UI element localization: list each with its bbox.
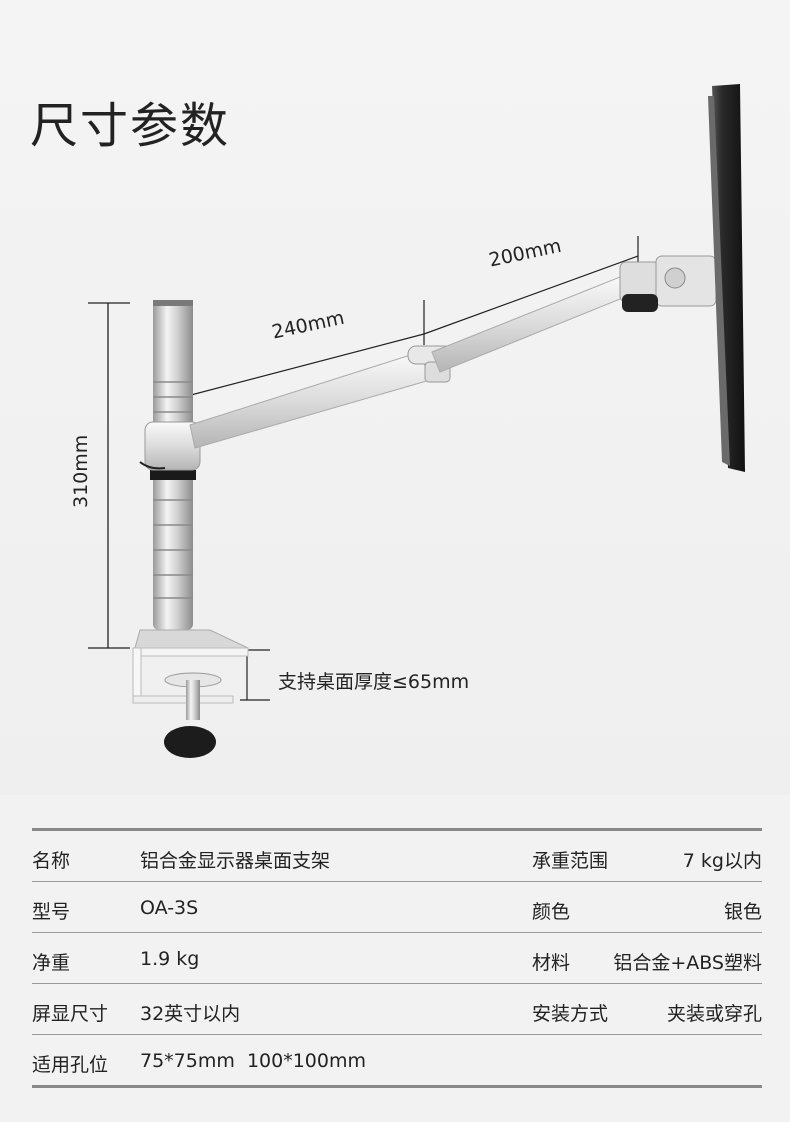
spec-row-name: 名称 铝合金显示器桌面支架 承重范围 7 kg以内 [32, 831, 762, 882]
spec-value: 夹装或穿孔 [666, 1003, 762, 1025]
spec-table: 名称 铝合金显示器桌面支架 承重范围 7 kg以内 型号 OA-3S 颜色 银色… [32, 828, 762, 1088]
monitor-arm-illustration [88, 84, 745, 758]
spec-label: 型号 [32, 901, 71, 923]
spec-row-vesa: 适用孔位 75*75mm 100*100mm [32, 1035, 762, 1085]
height-dimension-line [88, 302, 130, 649]
spec-label: 名称 [32, 850, 71, 872]
spec-value: 1.9 kg [140, 948, 200, 970]
spec-value: 32英寸以内 [140, 1003, 241, 1025]
spec-value: OA-3S [140, 897, 199, 919]
monitor-screen [708, 84, 745, 472]
spec-row-screen-size: 屏显尺寸 32英寸以内 安装方式 夹装或穿孔 [32, 984, 762, 1035]
spec-value: 铝合金显示器桌面支架 [140, 850, 331, 872]
desk-thickness-dimension [240, 649, 270, 701]
desk-thickness-label: 支持桌面厚度≤65mm [278, 671, 470, 693]
dimension-section [0, 0, 790, 795]
spec-value: 铝合金+ABS塑料 [613, 952, 762, 974]
pole-height-label: 310mm [70, 434, 92, 508]
arm-segment-2 [431, 274, 631, 373]
spec-value: 7 kg以内 [682, 850, 762, 872]
spec-row-model: 型号 OA-3S 颜色 银色 [32, 882, 762, 933]
vesa-joint [619, 255, 717, 312]
spec-label: 承重范围 [532, 850, 609, 872]
spec-value: 75*75mm 100*100mm [140, 1050, 366, 1072]
spec-label: 安装方式 [532, 1003, 609, 1025]
spec-label: 适用孔位 [32, 1054, 109, 1076]
spec-value: 银色 [723, 901, 762, 923]
page-title: 尺寸参数 [30, 98, 231, 154]
spec-label: 材料 [532, 952, 571, 974]
desk-clamp [132, 629, 249, 758]
spec-label: 屏显尺寸 [32, 1003, 109, 1025]
arm-dimension-lines [167, 236, 639, 402]
spec-label: 净重 [32, 952, 71, 974]
spec-label: 颜色 [532, 901, 571, 923]
spec-row-weight: 净重 1.9 kg 材料 铝合金+ABS塑料 [32, 933, 762, 984]
